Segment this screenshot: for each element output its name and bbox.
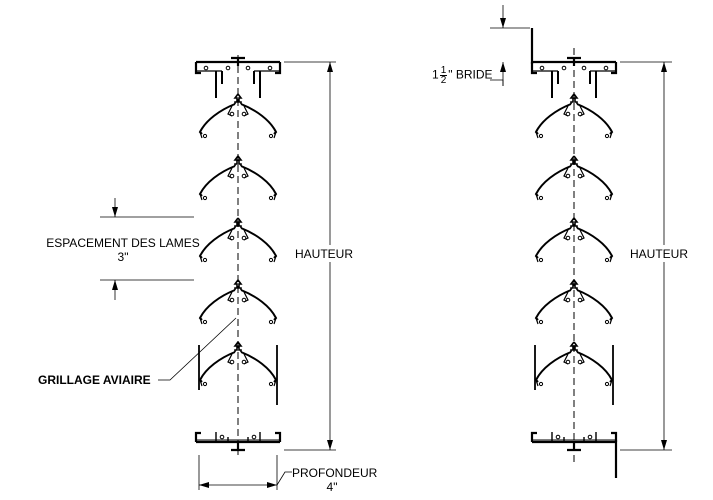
bird-screen-leader: [158, 317, 237, 381]
left-louver-section: [100, 55, 336, 490]
height-label-left: HAUTEUR: [295, 247, 354, 261]
flange-dimension: [490, 5, 530, 86]
depth-dimension: [198, 455, 292, 490]
flange-whole: 1: [432, 67, 439, 82]
height-dimension-left: [284, 61, 336, 451]
depth-value: 4": [326, 480, 338, 494]
flange-text: " BRIDE: [448, 67, 493, 82]
flange-denominator: 2: [440, 75, 447, 86]
depth-text: PROFONDEUR: [292, 466, 378, 480]
louver-spacing-value: 3": [117, 250, 129, 264]
flange-numerator: 1: [439, 65, 448, 76]
right-louver-section: [490, 5, 672, 478]
louver-spacing-label: ESPACEMENT DES LAMES 3": [38, 236, 208, 264]
height-dimension-right: [620, 61, 672, 451]
spacing-dimension: [100, 198, 194, 300]
height-label-right: HAUTEUR: [630, 247, 689, 261]
louver-spacing-text: ESPACEMENT DES LAMES: [46, 236, 200, 250]
bird-screen-label: GRILLAGE AVIAIRE: [38, 373, 151, 387]
depth-label: PROFONDEUR 4": [292, 466, 378, 494]
